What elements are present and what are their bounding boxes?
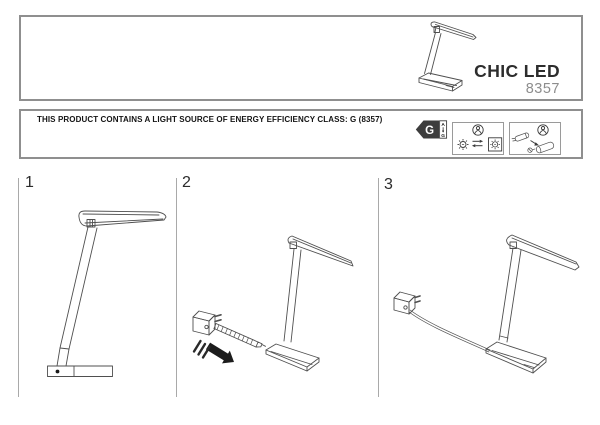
- step2-power-adapter-illustration: [192, 310, 222, 336]
- user-replaceable-light-source-icon: [457, 124, 503, 152]
- user-replaceable-light-source-pictogram: [452, 122, 504, 155]
- swap-arrows-icon: [471, 139, 484, 148]
- step1-divider-line: [17, 178, 19, 397]
- insert-arrow-icon: [530, 140, 539, 146]
- plug-direction-arrow-icon: [192, 339, 234, 364]
- professional-replace-pictogram: [509, 122, 561, 155]
- professional-replace-icon: [511, 124, 555, 154]
- product-title-block: CHIC LED 8357: [474, 61, 560, 98]
- energy-scale-icon: A G: [439, 120, 448, 139]
- step3-cable-illustration: [408, 309, 491, 353]
- screw-icon: [527, 147, 536, 153]
- product-model: 8357: [525, 81, 560, 97]
- step1-lamp-illustration: [47, 210, 167, 377]
- step3-divider-line: [377, 178, 379, 397]
- person-icon: [472, 124, 484, 136]
- product-name: CHIC LED: [474, 61, 560, 81]
- product-header-box: CHIC LED 8357: [19, 15, 583, 101]
- step3-number: 3: [384, 176, 393, 193]
- energy-notice-text: THIS PRODUCT CONTAINS A LIGHT SOURCE OF …: [37, 115, 383, 124]
- energy-notice-box: THIS PRODUCT CONTAINS A LIGHT SOURCE OF …: [19, 109, 583, 159]
- boxed-light-source-icon: [489, 139, 501, 150]
- small-lamp-tube-icon: [511, 132, 530, 142]
- energy-scale-bottom-letter: G: [441, 133, 445, 139]
- step1-number: 1: [25, 174, 34, 191]
- step3-lamp-illustration: [485, 234, 580, 374]
- assembly-steps-illustrations: [47, 210, 580, 377]
- touch-switch-dot: [55, 369, 60, 374]
- step2-number: 2: [182, 174, 191, 191]
- step2-divider-line: [175, 178, 177, 397]
- energy-scale-top-letter: A: [441, 122, 445, 128]
- step2-lamp-illustration: [265, 235, 354, 372]
- light-source-icon: [457, 138, 469, 151]
- step2-cable-illustration: [213, 323, 266, 348]
- step3-power-adapter-illustration: [393, 291, 421, 315]
- energy-class-letter: G: [425, 125, 434, 137]
- person-icon: [537, 124, 549, 136]
- large-lamp-tube-icon: [535, 141, 555, 154]
- product-lamp-illustration: [418, 21, 477, 92]
- energy-class-arrow-icon: G A G: [415, 120, 448, 139]
- boxed-light-source-frame: [488, 137, 503, 152]
